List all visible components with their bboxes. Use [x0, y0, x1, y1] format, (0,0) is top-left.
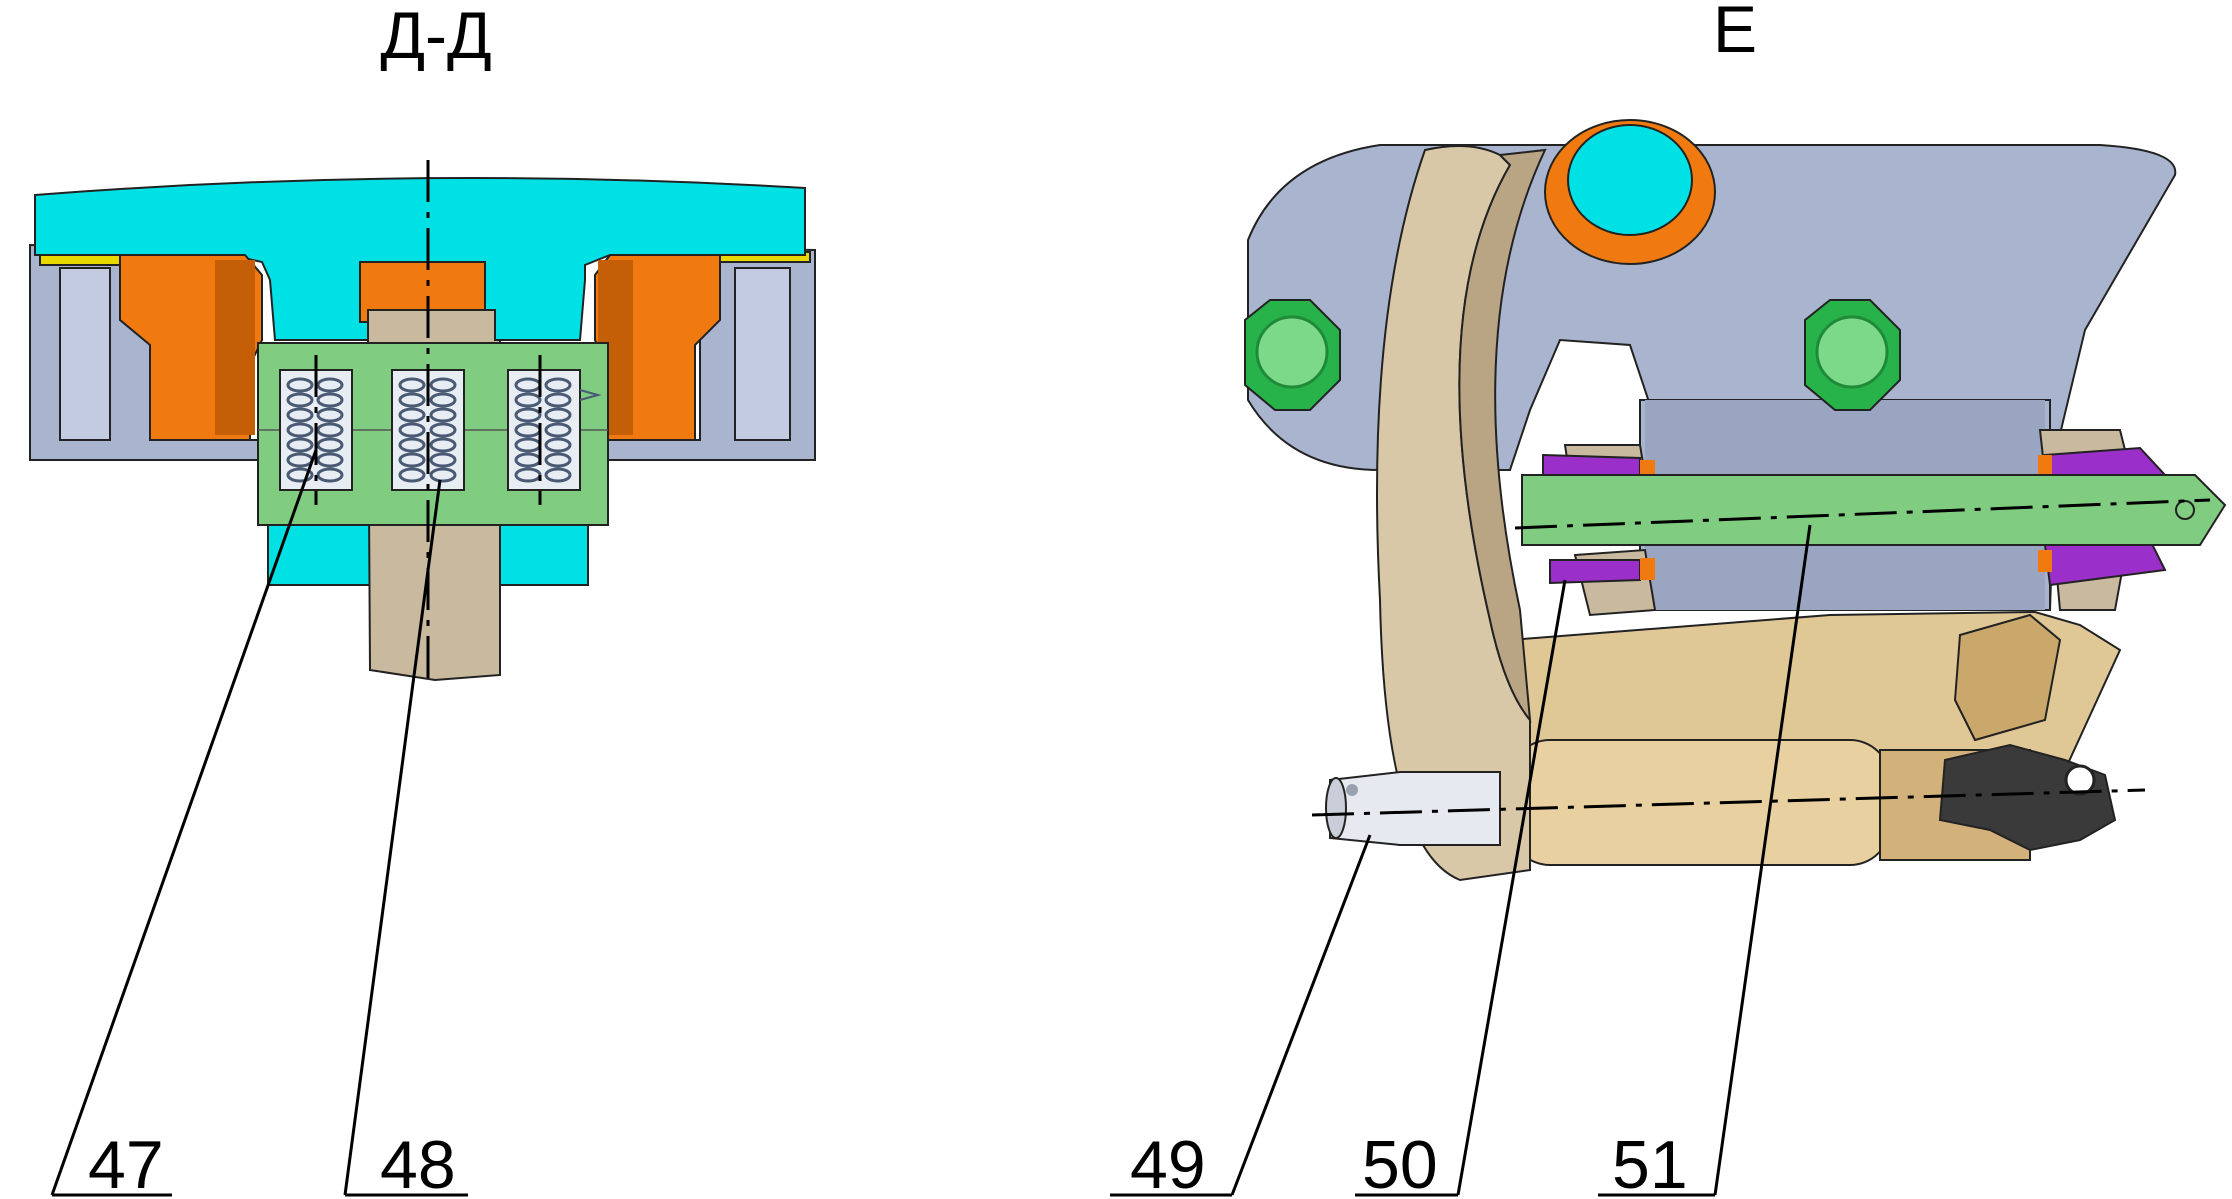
- purple-seal-lower-right: [2043, 538, 2167, 587]
- callout-50: 50: [1362, 1127, 1438, 1199]
- leader-line-49: [1230, 834, 1372, 1196]
- silver-shaft-end: [1325, 777, 1347, 839]
- bronze-arc-edge: [1458, 148, 1547, 724]
- leader-line-51: [1713, 524, 1812, 1196]
- orange-bushing-left-shade: [215, 260, 255, 435]
- gold-cylinder: [1509, 739, 1891, 866]
- black-fitting-eye: [2064, 764, 2096, 796]
- green-pin-axis: [1514, 498, 2211, 530]
- lower-shaft-axis: [1311, 788, 2146, 817]
- green-pin: [1521, 474, 2227, 546]
- spring-right: [507, 369, 602, 491]
- cyan-cap: [34, 177, 806, 341]
- green-pin-hole: [2175, 500, 2195, 520]
- silver-shaft-hole: [1346, 784, 1358, 796]
- orange-spacer-left-lower: [1640, 558, 1655, 580]
- leader-line-50: [1456, 579, 1567, 1196]
- callout-51: 51: [1612, 1127, 1688, 1199]
- leader-line-47: [50, 449, 318, 1196]
- section-view-title: Д-Д: [380, 0, 491, 72]
- detail-view-title: Е: [1713, 0, 1757, 66]
- orange-spacer-right-upper: [2038, 455, 2052, 477]
- gray-housing-inner-left: [59, 267, 111, 441]
- callout-47: 47: [88, 1127, 164, 1199]
- purple-seal-lower-left: [1549, 559, 1641, 585]
- green-nut-right: [1804, 299, 1901, 411]
- cyan-bolt-head: [1567, 124, 1693, 236]
- gold-block: [1953, 613, 2062, 742]
- callout-48: 48: [380, 1127, 456, 1199]
- silver-shaft: [1329, 771, 1501, 846]
- green-nut-left: [1244, 299, 1341, 411]
- leader-line-48: [343, 479, 442, 1196]
- callout-49: 49: [1130, 1127, 1206, 1199]
- gray-housing-inner-right: [734, 267, 791, 441]
- orange-spacer-right-lower: [2038, 550, 2052, 572]
- detail-view: Е: [1110, 0, 2227, 1199]
- section-view: Д-Д: [29, 0, 816, 1199]
